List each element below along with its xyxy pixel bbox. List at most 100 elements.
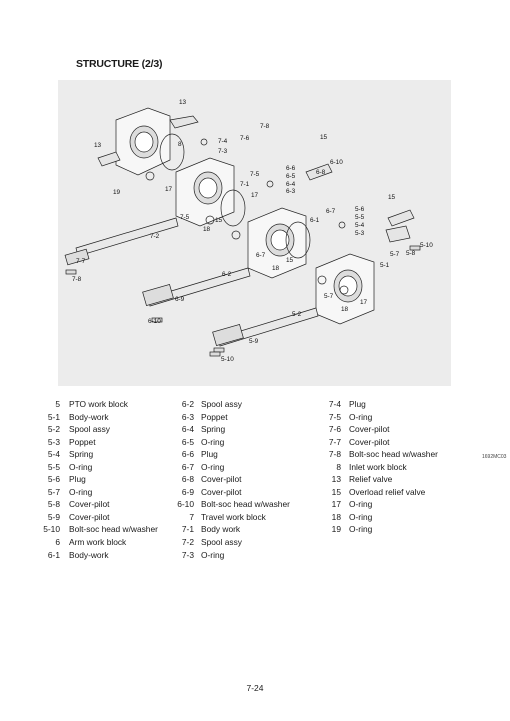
callout-label: 8 (178, 141, 182, 148)
callout-label: 7-5 (180, 214, 190, 221)
callout-label: 5-8 (406, 250, 416, 257)
callout-label: 15 (388, 194, 396, 201)
callout-label: 6-5 (286, 173, 296, 180)
part-number: 5 (55, 399, 60, 409)
part-number: 5-1 (47, 411, 60, 422)
callout-label: 17 (251, 192, 259, 199)
part-number: 6-9 (181, 486, 194, 497)
part-name: Body work (201, 524, 241, 535)
part-number: 6-6 (181, 449, 194, 460)
part-name: O-ring (349, 524, 373, 535)
callout-label: 6-10 (330, 159, 343, 166)
callout-label: 17 (360, 299, 368, 306)
callout-label: 7-2 (150, 233, 160, 240)
part-name: O-ring (69, 486, 93, 497)
callout-label: 13 (179, 99, 187, 106)
callout-label: 6-6 (286, 165, 296, 172)
page-number: 7-24 (246, 683, 264, 693)
callout-label: 5-6 (355, 206, 365, 213)
part-number: 7-6 (328, 424, 341, 435)
callout-label: 7-1 (240, 181, 250, 188)
callout-label: 5-7 (390, 251, 400, 258)
part-number: 13 (331, 474, 341, 485)
part-name: Plug (201, 449, 218, 460)
part-number: 7 (189, 511, 194, 522)
callout-label: 6-7 (326, 208, 336, 215)
part-name: O-ring (349, 511, 373, 522)
parts-list-row: 7-4 Plug (318, 398, 438, 411)
parts-list-row: 6-6 Plug (168, 448, 290, 461)
part-name: O-ring (349, 411, 373, 422)
part-name: O-ring (349, 499, 373, 510)
part-name: Travel work block (201, 511, 266, 522)
part-name: Cover-pilot (69, 511, 110, 522)
part-name: Cover-pilot (349, 424, 390, 435)
callout-label: 6-9 (175, 296, 185, 303)
callout-label: 6-4 (286, 181, 296, 188)
callout-label: 6-1 (310, 217, 320, 224)
callout-label: 6-10 (148, 318, 161, 325)
part-number: 5-3 (47, 436, 60, 447)
part-number: 5-4 (47, 449, 60, 460)
part-name: Plug (349, 399, 366, 409)
parts-list-row: 7-6 Cover-pilot (318, 423, 438, 436)
part-number: 6 (55, 537, 60, 548)
part-number: 6-1 (47, 549, 60, 560)
parts-list-row: 5-9 Cover-pilot (38, 511, 158, 524)
callout-label: 18 (203, 226, 211, 233)
parts-list-row: 6-7 O-ring (168, 461, 290, 474)
part-number: 5-6 (47, 474, 60, 485)
part-name: O-ring (201, 461, 225, 472)
callout-label: 13 (94, 142, 102, 149)
part-name: Poppet (201, 411, 228, 422)
part-name: Bolt-soc head w/washer (69, 524, 158, 535)
part-number: 6-2 (181, 399, 194, 409)
callout-label: 18 (341, 306, 349, 313)
part-number: 18 (331, 511, 341, 522)
callout-label: 5-1 (380, 262, 390, 269)
part-name: Body-work (69, 549, 109, 560)
callout-label: 5-5 (355, 214, 365, 221)
callout-label: 6-8 (316, 169, 326, 176)
part-number: 7-3 (181, 549, 194, 560)
part-name: Spool assy (69, 424, 110, 435)
part-number: 7-4 (328, 399, 341, 409)
exploded-view-diagram: 13 13 8 7-8 7-4 7-6 7-3 15 6-6 6-10 6-5 … (58, 80, 506, 460)
part-name: PTO work block (69, 399, 128, 409)
part-number: 6-7 (181, 461, 194, 472)
part-number: 8 (336, 461, 341, 472)
part-name: Arm work block (69, 537, 127, 548)
callout-label: 18 (272, 265, 280, 272)
parts-list-row: 6 Arm work block (38, 536, 158, 549)
callout-label: 6-7 (256, 252, 266, 259)
page-title: STRUCTURE (2/3) (76, 58, 163, 70)
parts-list-row: 18 O-ring (318, 511, 438, 524)
callout-label: 5-7 (324, 293, 334, 300)
parts-list-row: 6-1 Body-work (38, 549, 158, 562)
part-number: 5-9 (47, 511, 60, 522)
part-number: 5-8 (47, 499, 60, 510)
part-number: 15 (331, 486, 341, 497)
callout-label: 5-10 (420, 242, 433, 249)
part-name: O-ring (201, 436, 225, 447)
callout-label: 7-5 (250, 171, 260, 178)
callout-label: 15 (286, 257, 294, 264)
callout-label: 7-3 (218, 148, 228, 155)
part-number: 5-10 (43, 524, 60, 535)
part-name: Spool assy (201, 537, 242, 548)
figure-code: 1692MC03 (482, 454, 507, 460)
part-name: Body-work (69, 411, 109, 422)
